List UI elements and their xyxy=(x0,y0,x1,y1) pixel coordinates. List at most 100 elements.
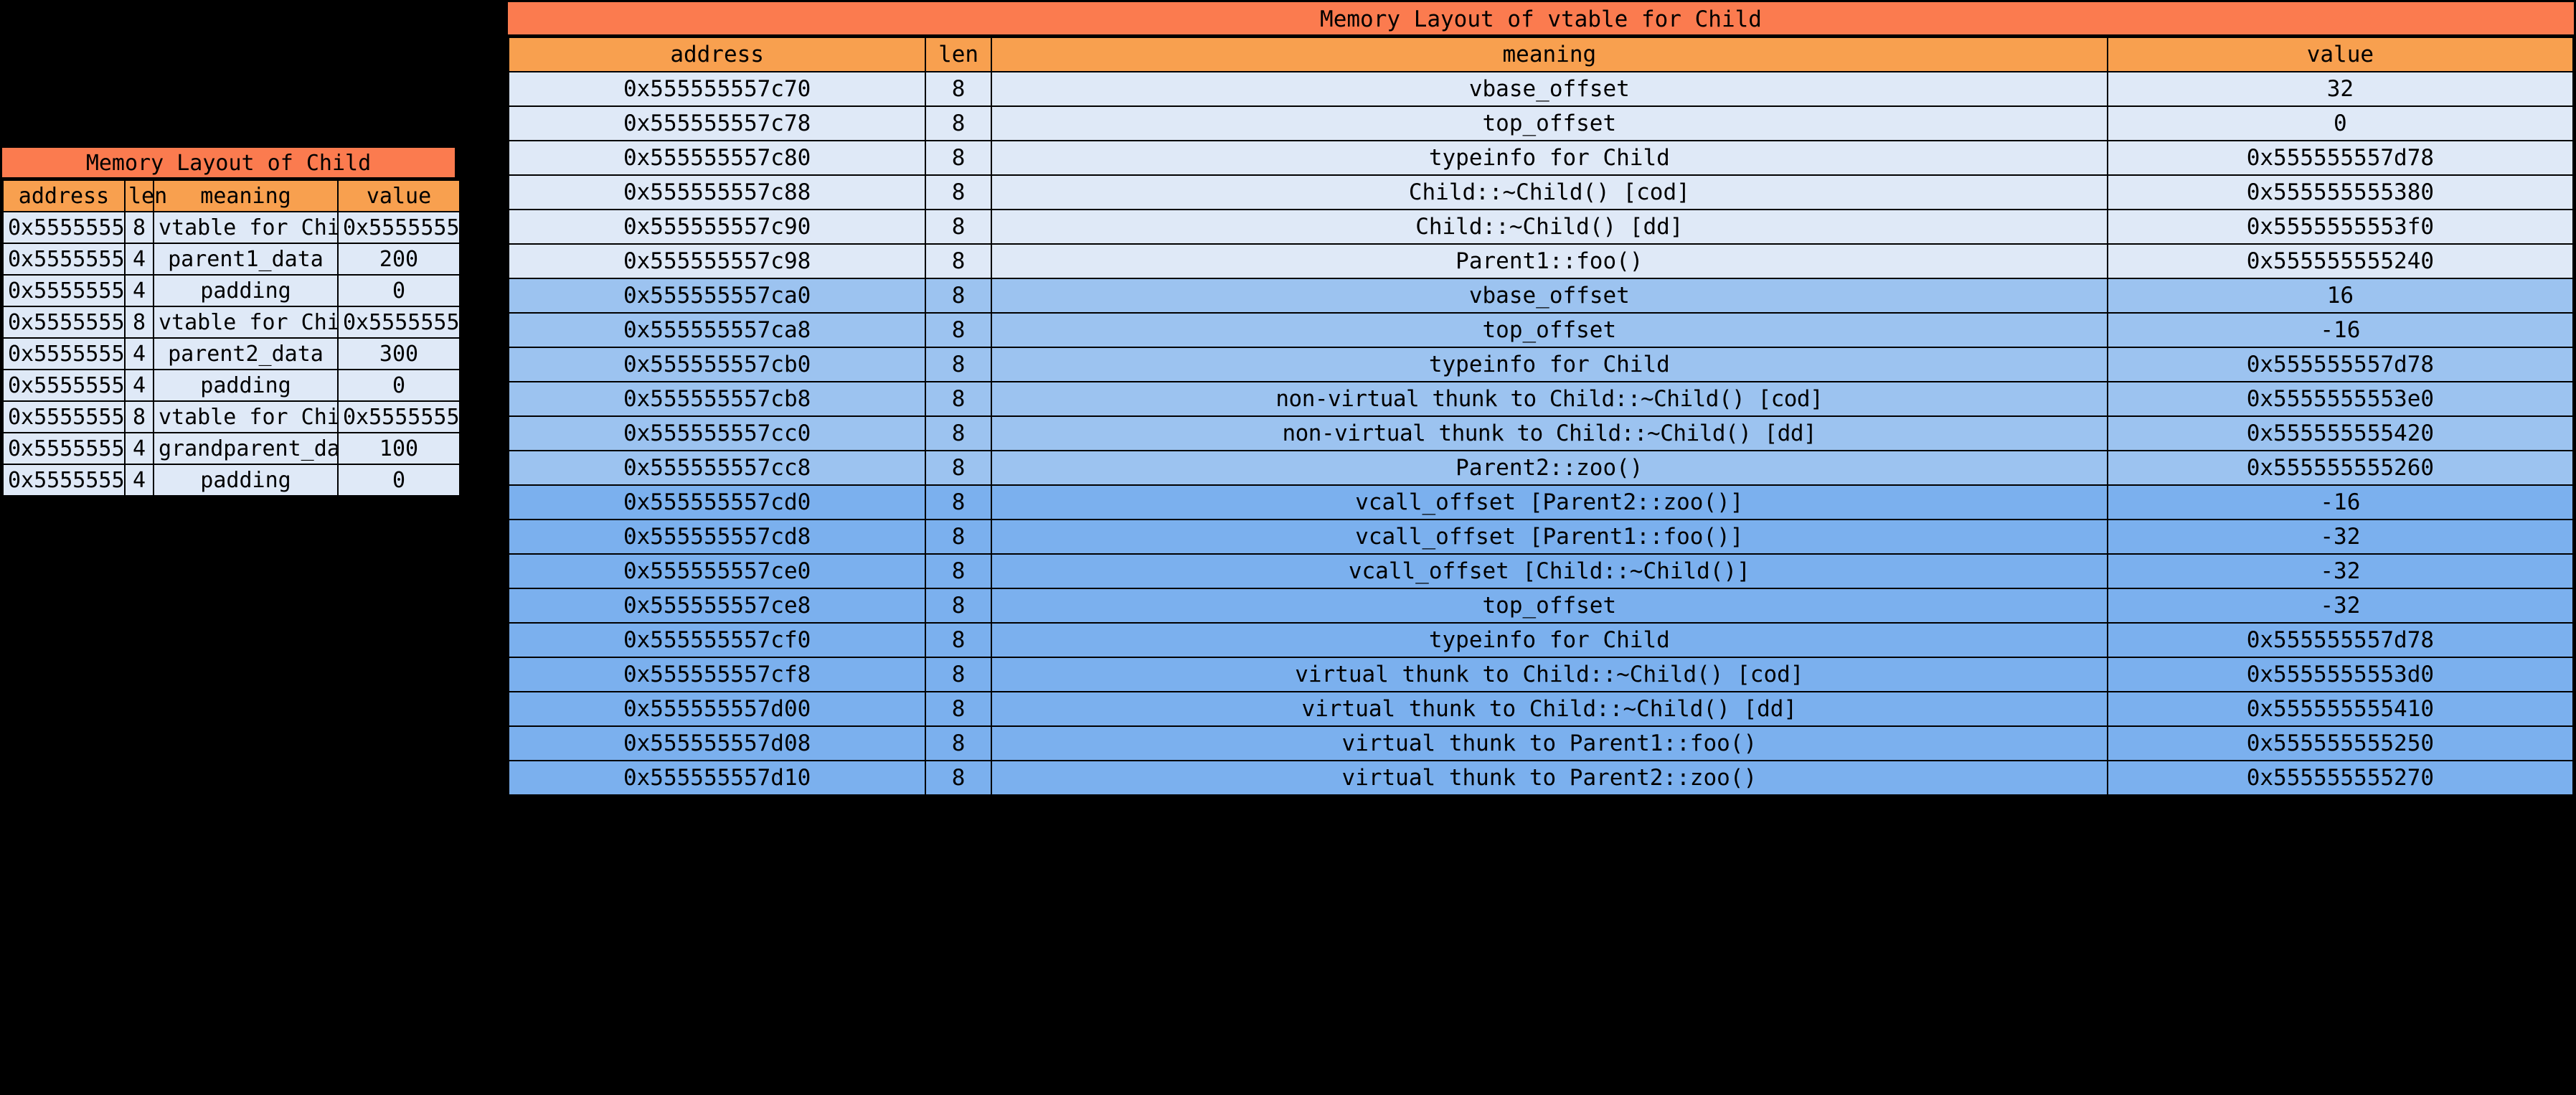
cell-address: 0x555555557c90 xyxy=(507,209,927,245)
cell-meaning: padding xyxy=(153,369,339,402)
cell-value: 0x5555555553e0 xyxy=(2106,381,2575,417)
cell-value: 0x555555557d78 xyxy=(2106,347,2575,382)
cell-meaning: vcall_offset [Child::~Child()] xyxy=(990,553,2108,589)
cell-value: 0x555555555410 xyxy=(2106,691,2575,727)
cell-len: 8 xyxy=(925,209,992,245)
cell-len: 8 xyxy=(925,725,992,761)
table-row: 0x55555556aeb08vtable for Child + 240x55… xyxy=(2,211,461,244)
cell-address: 0x55555556aebc xyxy=(2,274,126,307)
cell-len: 4 xyxy=(124,432,154,465)
cell-value: 0x555555555240 xyxy=(2106,243,2575,279)
cell-meaning: virtual thunk to Parent2::zoo() xyxy=(990,760,2108,796)
cell-meaning: typeinfo for Child xyxy=(990,347,2108,382)
cell-len: 8 xyxy=(925,140,992,176)
vtable-table: address len meaning value 0x555555557c70… xyxy=(507,37,2575,796)
cell-meaning: Parent2::zoo() xyxy=(990,450,2108,486)
cell-address: 0x55555556aecc xyxy=(2,369,126,402)
cell-meaning: vtable for Child + 72 xyxy=(153,306,339,339)
cell-meaning: padding xyxy=(153,464,339,497)
memory-layout-child-table: Memory Layout of Child address len meani… xyxy=(0,146,461,499)
cell-meaning: Child::~Child() [dd] xyxy=(990,209,2108,245)
cell-len: 8 xyxy=(124,400,154,433)
cell-address: 0x555555557cc8 xyxy=(507,450,927,486)
table-row: 0x55555556aec04padding0 xyxy=(2,464,461,497)
column-header-value: value xyxy=(2106,37,2575,72)
cell-value: -32 xyxy=(2106,553,2575,589)
cell-address: 0x555555557cb0 xyxy=(507,347,927,382)
memory-layout-vtable-table: Memory Layout of vtable for Child addres… xyxy=(506,0,2576,798)
column-header-meaning: meaning xyxy=(990,37,2108,72)
cell-address: 0x55555556aed8 xyxy=(2,432,126,465)
cell-value: 0x555555557c88 xyxy=(337,211,461,244)
cell-address: 0x555555557cf0 xyxy=(507,622,927,658)
cell-len: 4 xyxy=(124,274,154,307)
cell-meaning: top_offset xyxy=(990,105,2108,141)
cell-address: 0x555555557cb8 xyxy=(507,381,927,417)
table-header-row: address len meaning value xyxy=(2,179,461,212)
cell-len: 8 xyxy=(925,347,992,382)
cell-address: 0x555555557ca0 xyxy=(507,278,927,314)
cell-meaning: vcall_offset [Parent1::foo()] xyxy=(990,519,2108,555)
cell-address: 0x555555557cc0 xyxy=(507,415,927,451)
cell-value: 0x555555555270 xyxy=(2106,760,2575,796)
cell-value: -16 xyxy=(2106,312,2575,348)
column-header-address: address xyxy=(507,37,927,72)
cell-len: 8 xyxy=(925,760,992,796)
cell-value: 16 xyxy=(2106,278,2575,314)
cell-len: 4 xyxy=(124,243,154,276)
cell-len: 4 xyxy=(124,369,154,402)
cell-len: 8 xyxy=(925,519,992,555)
cell-value: 0x555555557cb8 xyxy=(337,306,461,339)
cell-address: 0x555555557d00 xyxy=(507,691,927,727)
cell-len: 8 xyxy=(925,105,992,141)
child-table-body: 0x55555556aeb08vtable for Child + 240x55… xyxy=(2,211,461,497)
column-header-meaning: meaning xyxy=(153,179,339,212)
cell-len: 8 xyxy=(925,622,992,658)
cell-meaning: grandparent_data xyxy=(153,432,339,465)
cell-value: 0 xyxy=(337,464,461,497)
cell-len: 8 xyxy=(124,306,154,339)
cell-meaning: vtable for Child + 24 xyxy=(153,211,339,244)
cell-meaning: Child::~Child() [cod] xyxy=(990,174,2108,210)
cell-value: 0x555555555380 xyxy=(2106,174,2575,210)
cell-value: 0x555555555420 xyxy=(2106,415,2575,451)
cell-meaning: typeinfo for Child xyxy=(990,622,2108,658)
cell-value: -16 xyxy=(2106,484,2575,520)
cell-meaning: top_offset xyxy=(990,312,2108,348)
cell-value: 0x555555555260 xyxy=(2106,450,2575,486)
cell-address: 0x55555556aeb0 xyxy=(2,211,126,244)
cell-meaning: vbase_offset xyxy=(990,278,2108,314)
cell-len: 8 xyxy=(925,278,992,314)
cell-len: 8 xyxy=(925,450,992,486)
cell-len: 8 xyxy=(124,211,154,244)
cell-address: 0x555555557ce0 xyxy=(507,553,927,589)
column-header-address: address xyxy=(2,179,126,212)
cell-value: 200 xyxy=(337,243,461,276)
cell-len: 8 xyxy=(925,312,992,348)
cell-len: 8 xyxy=(925,415,992,451)
cell-address: 0x555555557ce8 xyxy=(507,588,927,624)
cell-value: 100 xyxy=(337,432,461,465)
cell-address: 0x55555556aed0 xyxy=(2,400,126,433)
cell-meaning: parent1_data xyxy=(153,243,339,276)
cell-len: 8 xyxy=(925,484,992,520)
column-header-len: len xyxy=(124,179,167,212)
cell-meaning: top_offset xyxy=(990,588,2108,624)
cell-meaning: vtable for Child + 136 xyxy=(153,400,339,433)
